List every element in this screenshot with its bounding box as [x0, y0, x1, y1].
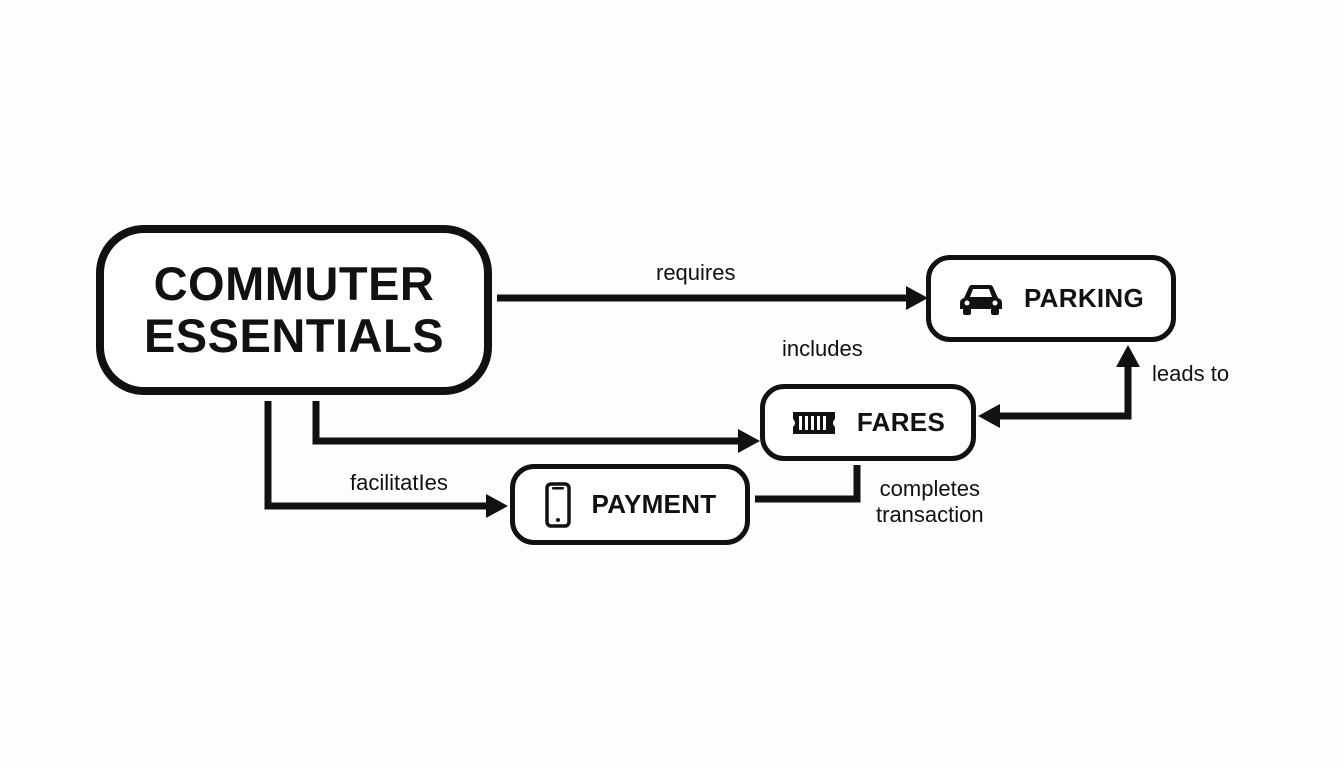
parking-label: PARKING	[1023, 283, 1145, 313]
edge-label-facilitates: facilitatIes	[350, 470, 448, 495]
completes-line1: completes	[879, 476, 980, 501]
payment-label: PAYMENT	[591, 489, 717, 519]
edge-completes-line	[755, 465, 861, 503]
arrowhead-parking	[906, 286, 928, 310]
node-parking[interactable]: PARKING	[926, 255, 1176, 342]
completes-line2: transaction	[876, 502, 984, 527]
edge-label-includes: includes	[782, 336, 863, 361]
node-fares[interactable]: FARES	[760, 384, 976, 461]
arrowhead-payment	[486, 494, 508, 518]
ticket-icon	[791, 410, 837, 436]
root-title-line2: ESSENTIALS	[143, 309, 445, 362]
arrowhead-parking-up	[1116, 345, 1140, 367]
smartphone-icon	[544, 481, 572, 528]
edge-label-completes-transaction: completes transaction	[876, 476, 984, 528]
node-commuter-essentials[interactable]: COMMUTER ESSENTIALS	[96, 225, 492, 395]
edge-includes-line	[312, 401, 740, 445]
edge-leads-to-line	[998, 365, 1132, 420]
edge-label-requires: requires	[656, 260, 736, 285]
fares-label: FARES	[856, 407, 946, 437]
root-title: COMMUTER ESSENTIALS	[144, 258, 444, 362]
root-title-line1: COMMUTER	[153, 257, 435, 310]
car-icon	[958, 282, 1004, 316]
edge-facilitates-line	[264, 401, 487, 510]
arrowhead-fares	[738, 429, 760, 453]
node-payment[interactable]: PAYMENT	[510, 464, 750, 545]
edge-label-leads-to: leads to	[1152, 361, 1230, 386]
arrowhead-fares-left	[978, 404, 1000, 428]
